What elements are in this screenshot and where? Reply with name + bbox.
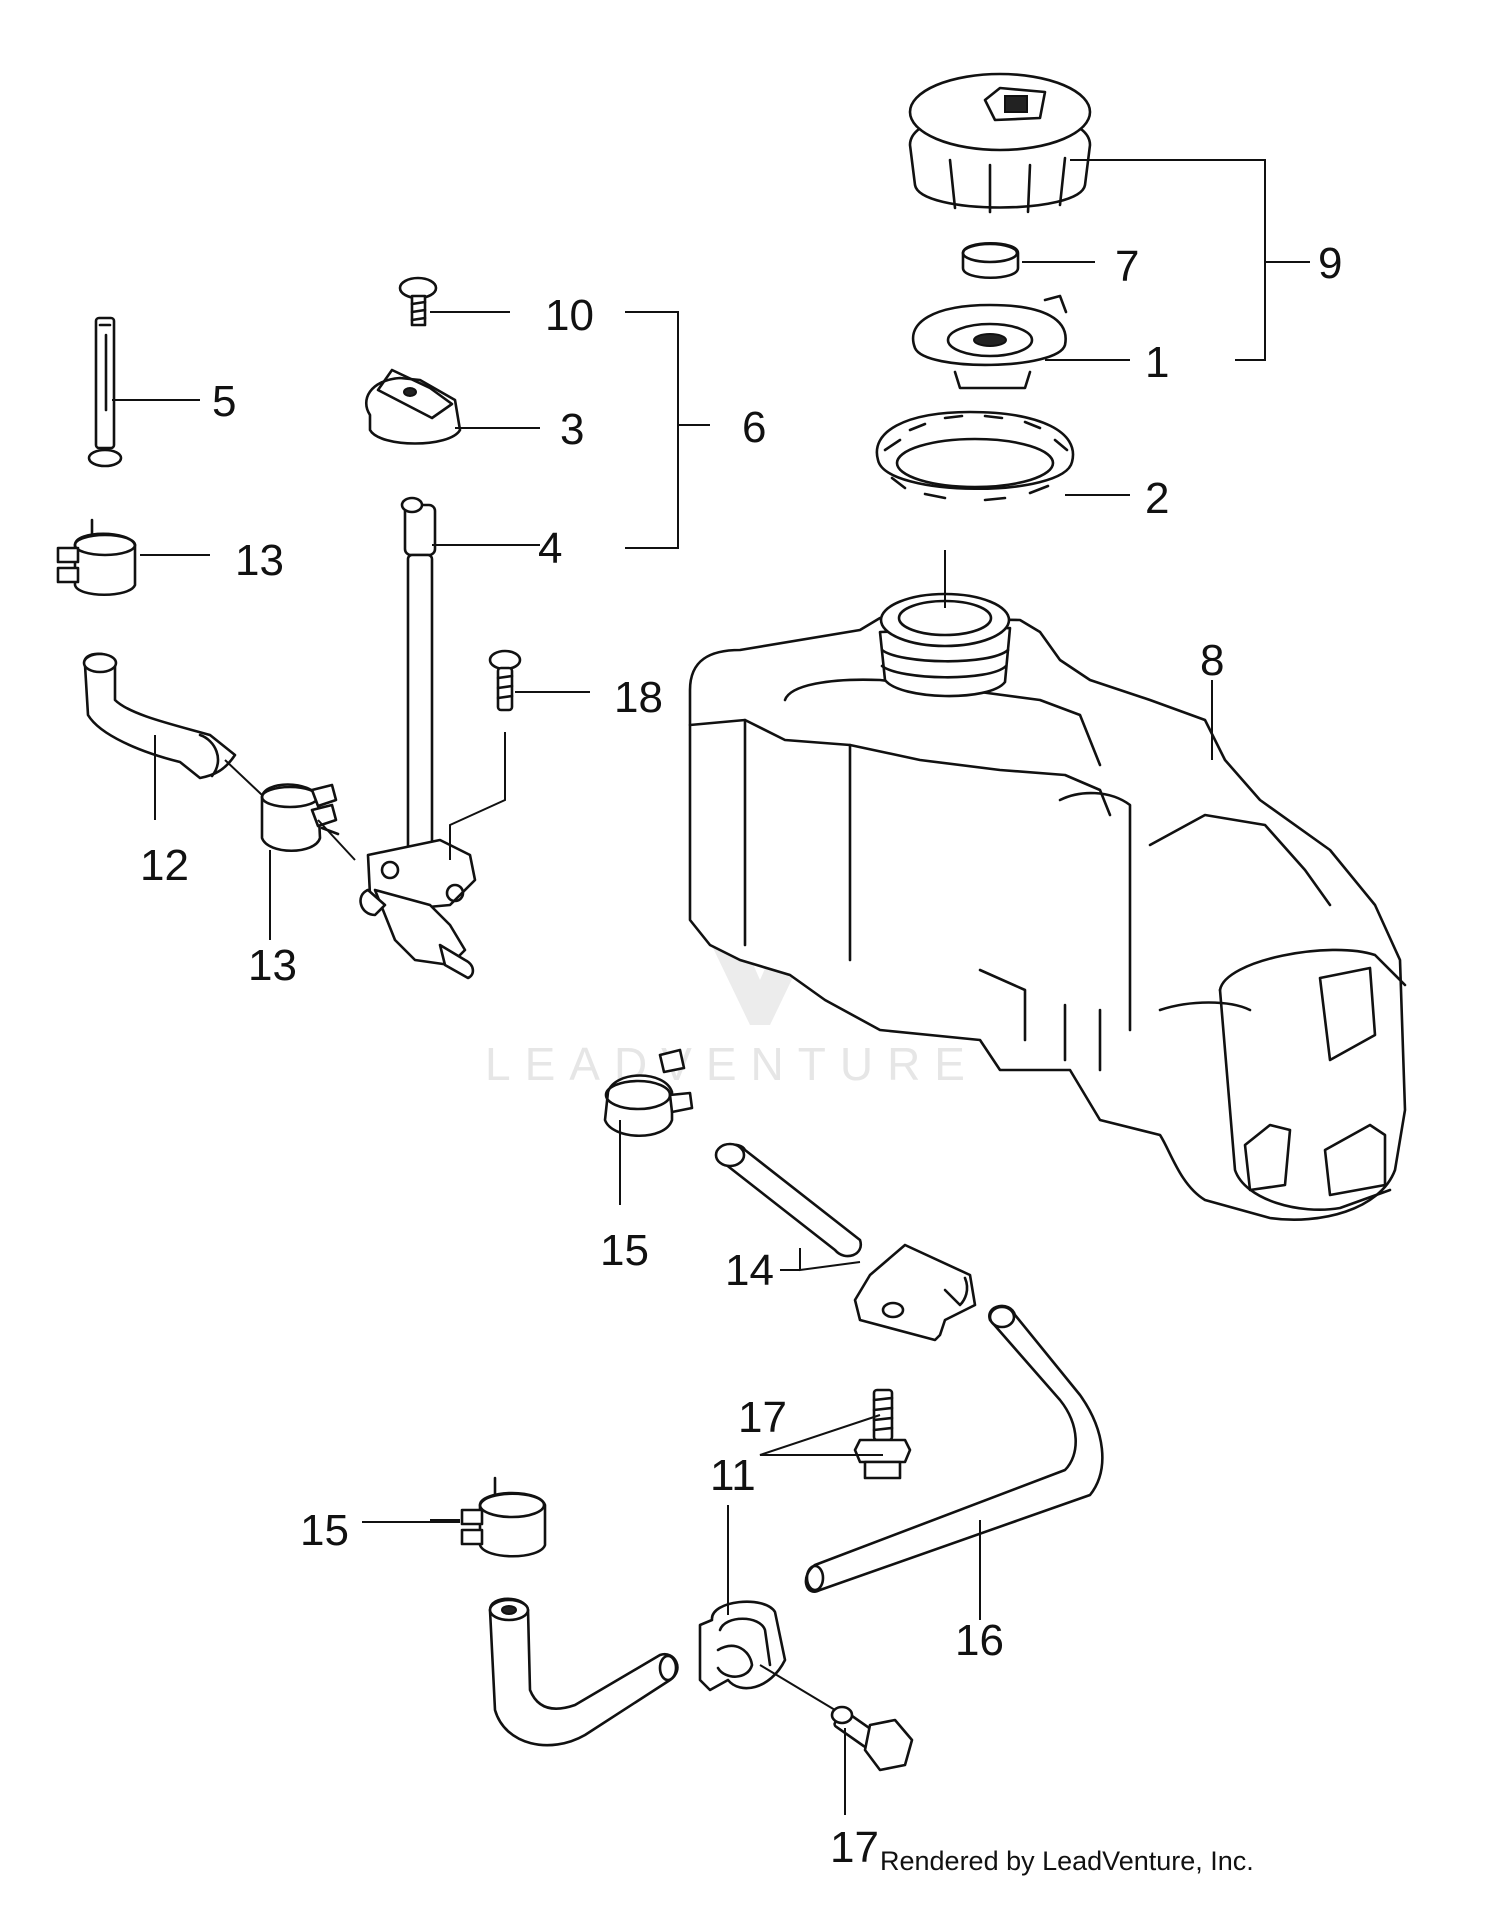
callout-16: 16 (955, 1616, 1004, 1665)
callout-2: 2 (1145, 474, 1169, 523)
callout-6: 6 (742, 403, 766, 452)
callout-15-upper: 15 (600, 1226, 649, 1275)
callout-13-lower: 13 (248, 941, 297, 990)
fuel-cock-body-part-4 (359, 496, 477, 980)
callout-3: 3 (560, 405, 584, 454)
hose-clip-part-11 (698, 1600, 787, 1692)
watermark-text: LEADVENTURE (485, 1038, 979, 1090)
cap-gasket-part-7 (961, 242, 1020, 279)
render-credit: Rendered by LeadVenture, Inc. (880, 1846, 1254, 1876)
callout-5: 5 (212, 377, 236, 426)
callout-8: 8 (1200, 636, 1224, 685)
callout-14: 14 (725, 1246, 774, 1295)
tank-strainer-ring-part-2 (875, 410, 1075, 502)
callout-13-upper: 13 (235, 536, 284, 585)
callout-9: 9 (1318, 239, 1342, 288)
callout-7: 7 (1115, 242, 1139, 291)
strainer-pin-part-5 (87, 316, 123, 468)
callout-12: 12 (140, 841, 189, 890)
leader-lines (112, 159, 1310, 1815)
callout-1: 1 (1145, 338, 1169, 387)
bolt-part-17b (830, 1705, 914, 1772)
fuel-hose-part-16 (804, 1304, 1104, 1593)
fuel-cock-lever-part-3 (364, 368, 462, 445)
fuel-cap-part-9 (908, 72, 1092, 214)
fuel-tank-part-8 (688, 592, 1407, 1221)
hose-clamp-part-15b (460, 1476, 547, 1558)
callout-17-upper: 17 (738, 1393, 787, 1442)
cap-inner-plate-part-1 (911, 294, 1068, 390)
hose-bracket-part-14 (714, 1142, 977, 1342)
callout-labels: 1 2 3 4 5 6 7 8 9 10 11 12 13 13 14 15 1… (140, 239, 1342, 1872)
callout-10: 10 (545, 291, 594, 340)
callout-17-lower: 17 (830, 1823, 879, 1872)
callout-15-lower: 15 (300, 1506, 349, 1555)
callout-18: 18 (614, 673, 663, 722)
bolt-part-17a (853, 1388, 912, 1480)
fuel-hose-part-12 (82, 652, 237, 780)
hose-clamp-part-13a (56, 518, 137, 596)
screw-part-10 (398, 276, 438, 327)
screw-part-18 (488, 649, 522, 712)
hose-clamp-part-15a (603, 1048, 694, 1138)
fuel-hose-lower (488, 1597, 679, 1747)
hose-clamp-part-13b (260, 783, 340, 853)
callout-4: 4 (538, 524, 562, 573)
callout-11: 11 (710, 1451, 756, 1500)
